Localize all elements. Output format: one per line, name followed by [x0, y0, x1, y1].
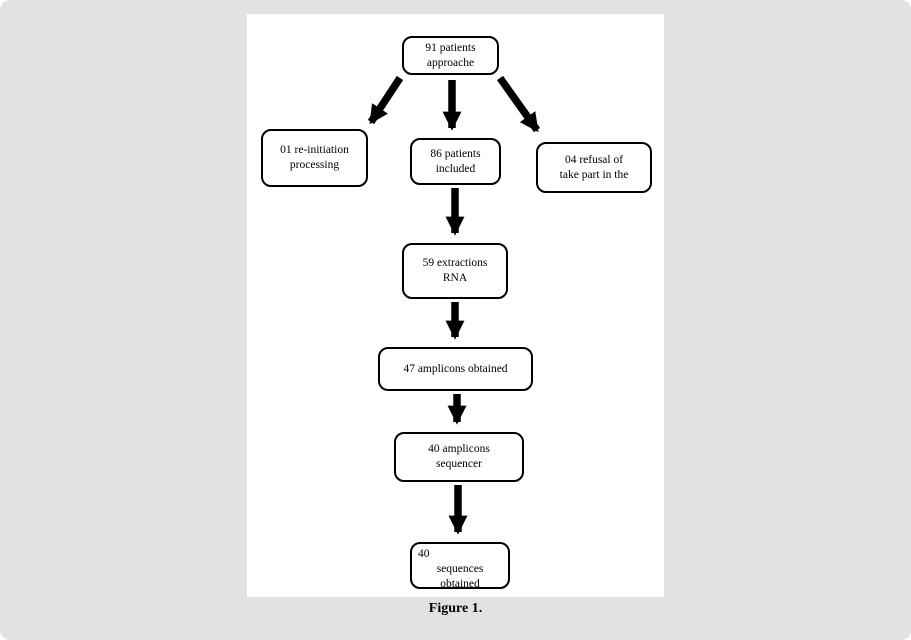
- flow-arrows: [367, 75, 541, 535]
- node-text-line: take part in the: [559, 168, 629, 181]
- figure-caption: Figure 1.: [428, 601, 483, 616]
- node-sequences-obtained: 40 sequences obtained: [410, 542, 510, 589]
- arrow-approached-to-refusal: [496, 75, 541, 133]
- node-text-line: processing: [289, 159, 340, 171]
- node-text-line: included: [435, 162, 476, 175]
- node-text-line: sequences: [436, 563, 484, 575]
- node-amplicons-sequenced: 40 amplicons sequencer: [394, 432, 524, 482]
- node-text-line: 01 re-initiation: [280, 144, 349, 156]
- node-text-line: 47 amplicons obtained: [403, 362, 508, 375]
- node-text-line: obtained: [440, 578, 480, 589]
- node-text-line: RNA: [442, 272, 468, 284]
- node-amplicons-obtained: 47 amplicons obtained: [378, 347, 533, 391]
- node-patients-approached: 91 patients approache: [402, 36, 499, 75]
- node-text-line: 40: [418, 548, 430, 560]
- node-text-line: 59 extractions: [422, 257, 488, 269]
- arrow-approached-to-reinitiation: [367, 75, 404, 125]
- node-text-line: 91 patients: [425, 41, 476, 54]
- node-text-line: approache: [426, 56, 475, 69]
- node-patients-included: 86 patients included: [410, 138, 501, 185]
- node-text-line: sequencer: [436, 458, 482, 470]
- node-reinitiation: 01 re-initiation processing: [261, 129, 368, 187]
- node-refusal: 04 refusal of take part in the: [536, 142, 652, 193]
- node-text-line: 40 amplicons: [428, 443, 490, 455]
- node-text-line: 04 refusal of: [564, 153, 624, 166]
- node-rna-extractions: 59 extractions RNA: [402, 243, 508, 299]
- figure-page: 91 patients approache 01 re-initiation p…: [247, 14, 664, 597]
- node-text-line: 86 patients: [430, 147, 481, 160]
